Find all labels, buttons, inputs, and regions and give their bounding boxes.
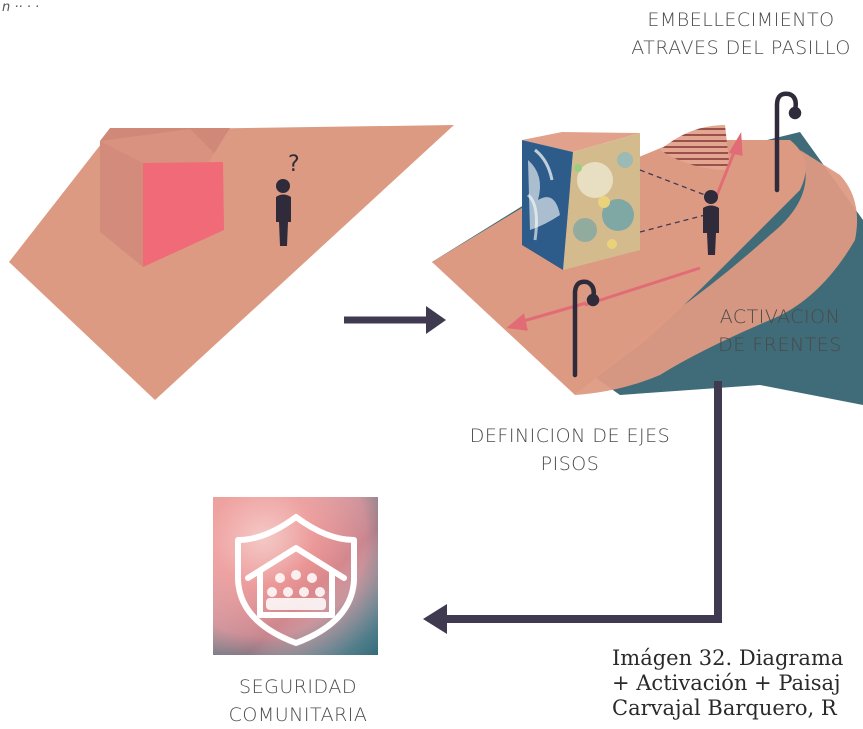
- label-line: ATRAVES DEL PASILLO: [631, 37, 851, 59]
- label-line: ACTIVACION: [719, 306, 841, 328]
- ground-strip-right: [575, 150, 858, 395]
- label-line: SEGURIDAD: [239, 676, 357, 698]
- hatched-area: [660, 125, 730, 170]
- caption-line: Carvajal Barquero, R: [612, 696, 837, 720]
- top-text-fragment: n ·· · ·: [2, 0, 40, 15]
- person-icon: [703, 190, 719, 255]
- question-mark-icon: ?: [288, 152, 300, 177]
- label-line: EMBELLECIMIENTO: [647, 9, 835, 31]
- before-scene: ?: [9, 125, 454, 400]
- label-embellecimiento: EMBELLECIMIENTO ATRAVES DEL PASILLO: [606, 6, 863, 62]
- arrow-right-icon: [344, 306, 446, 334]
- person-icon: [276, 179, 291, 246]
- label-line: DE FRENTES: [718, 334, 842, 356]
- label-seguridad: SEGURIDAD COMUNITARIA: [213, 673, 383, 729]
- street-lamp-icon: [572, 279, 600, 378]
- label-definicion: DEFINICION DE EJES PISOS: [435, 422, 705, 478]
- label-line: DEFINICION DE EJES: [469, 425, 671, 447]
- cube-pattern: [526, 148, 634, 249]
- caption-line: Imágen 32. Diagrama: [612, 646, 844, 670]
- block-front: [143, 162, 224, 267]
- sightlines: [639, 169, 706, 233]
- label-activacion: ACTIVACION DE FRENTES: [690, 303, 863, 359]
- label-line: PISOS: [540, 453, 600, 475]
- after-scene: [432, 91, 863, 405]
- figure-caption: Imágen 32. Diagrama + Activación + Paisa…: [612, 646, 843, 721]
- street-lamp-icon: [774, 91, 802, 193]
- block-left: [100, 141, 143, 267]
- caption-line: + Activación + Paisaj: [612, 671, 841, 695]
- community-shield-icon: [213, 497, 378, 655]
- cube-top: [522, 132, 640, 152]
- axis-arrows: [506, 132, 743, 331]
- ground-plane: [9, 125, 454, 400]
- connector-arrow: [423, 381, 722, 634]
- label-line: COMUNITARIA: [228, 704, 368, 726]
- block-top: [100, 129, 223, 163]
